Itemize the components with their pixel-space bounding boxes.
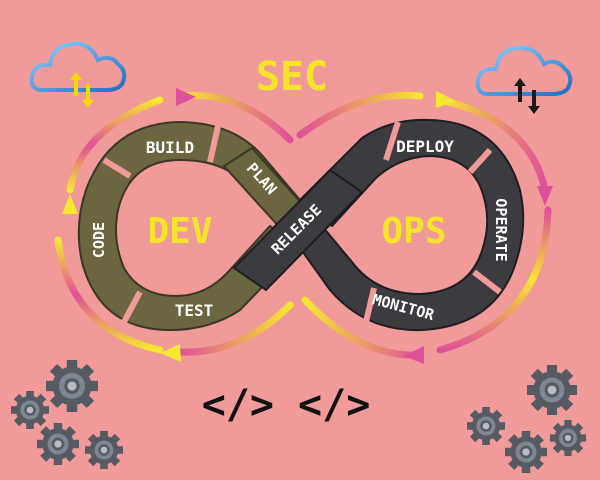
ops-loop: [298, 118, 525, 332]
word-ops: OPS: [381, 211, 446, 252]
cloud-sync-icon: [29, 41, 127, 108]
code-symbols: </> </>: [202, 382, 371, 428]
cloud-sync-icon: [475, 45, 573, 114]
gears-icon: [10, 360, 123, 469]
arrow-heads: [62, 88, 553, 364]
gears-icon: [467, 365, 586, 473]
stage-label-operate: OPERATE: [492, 198, 510, 261]
stage-label-build: BUILD: [146, 138, 194, 157]
stage-label-test: TEST: [175, 301, 214, 320]
title-sec: SEC: [256, 54, 328, 100]
stage-label-deploy: DEPLOY: [396, 137, 454, 156]
word-dev: DEV: [147, 211, 212, 252]
release-segment: [232, 168, 364, 292]
stage-label-code: CODE: [90, 222, 108, 258]
